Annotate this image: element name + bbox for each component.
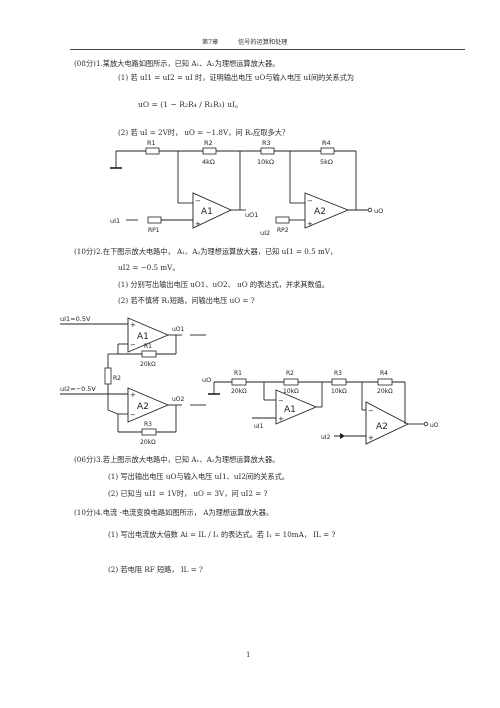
fig1-uO: uO (374, 207, 383, 215)
problem-3-part-1: (1) 写出输出电压 uO与输入电压 uI1、uI2间的关系式。 (108, 472, 290, 481)
fig2l-plus-2: + (130, 391, 136, 399)
fig2r-R4: R4 (380, 370, 388, 377)
fig2l-R2: R2 (113, 375, 121, 382)
fig1-RP1: RP1 (148, 227, 160, 234)
fig2r-A2: A2 (376, 422, 388, 432)
figure-2-left-circuit: uI1=0.5V uI2=−0.5V A1 A2 + − + − R1 20kΩ… (60, 315, 206, 446)
fig2r-R3-value: 10kΩ (331, 388, 347, 395)
fig2r-R2-value: 10kΩ (283, 388, 299, 395)
problem-1-part-2: (2) 若 uI = 2V时， uO = −1.8V，问 R₂应取多大？ (118, 128, 290, 137)
fig2l-uI1: uI1=0.5V (60, 315, 91, 323)
problem-3-statement: (06分)3.若上图示放大电路中，已知 A₁、A₂为理想运算放大器。 (74, 455, 280, 464)
header-rule (70, 49, 465, 50)
fig2r-plus-2: + (368, 434, 374, 442)
fig2r-R3: R3 (334, 370, 342, 377)
fig1-plus-2: + (307, 220, 313, 228)
fig2l-A1: A1 (137, 332, 149, 342)
fig1-RP2: RP2 (277, 227, 289, 234)
fig1-uI2: uI2 (260, 229, 270, 237)
fig2l-plus-1: + (130, 321, 136, 329)
fig2r-uO: uO (202, 376, 211, 384)
fig2r-plus-1: + (278, 415, 284, 423)
problem-1-statement: (08分)1.某放大电路如图所示，已知 A₁、A₂为理想运算放大器。 (74, 59, 280, 68)
fig2l-R3: R3 (144, 421, 152, 428)
problem-3-part-2: (2) 已知当 uI1 = 1V时， uO = 3V，问 uI2 = ? (108, 489, 268, 498)
fig2r-R1: R1 (234, 370, 242, 377)
chapter-label: 第7章 (202, 39, 219, 46)
fig2l-R1: R1 (144, 343, 152, 350)
problem-4-part-2: (2) 若电阻 RF 短路， IL = ? (108, 565, 203, 574)
fig1-minus-2: − (307, 197, 313, 205)
fig1-R3: R3 (262, 139, 271, 147)
fig2l-minus-1: − (130, 341, 136, 349)
fig2l-uO1: uO1 (172, 326, 185, 333)
fig2r-uI1: uI1 (254, 423, 264, 430)
problem-1-part-1: (1) 若 uI1 = uI2 = uI 时，证明输出电压 uO与输入电压 uI… (118, 73, 355, 82)
fig2r-uI2: uI2 (321, 434, 331, 441)
fig2r-A1: A1 (284, 405, 296, 415)
fig2l-uI2: uI2=−0.5V (60, 385, 96, 393)
fig2r-minus-1: − (278, 397, 284, 405)
problem-2-given: uI2 = −0.5 mV。 (118, 263, 180, 272)
fig1-R4-value: 5kΩ (320, 158, 333, 166)
fig1-R2-value: 4kΩ (202, 158, 215, 166)
chapter-title: 信号的运算和处理 (238, 39, 288, 46)
fig1-uO1: uO1 (245, 211, 258, 219)
fig1-plus-1: + (195, 220, 201, 228)
page-number: 1 (246, 651, 251, 659)
figure-2-right-circuit: uO R1 20kΩ R2 10kΩ R3 10kΩ R4 20kΩ A1 A2… (202, 370, 438, 445)
fig1-R2: R2 (204, 139, 213, 147)
fig2l-minus-2: − (130, 411, 136, 419)
fig2r-R2: R2 (286, 370, 294, 377)
fig2r-minus-2: − (368, 407, 374, 415)
fig1-A2: A2 (314, 207, 326, 217)
problem-4-statement: (10分)4.电流 -电流变换电路如图所示， A为理想运算放大器。 (74, 508, 274, 517)
problem-1-formula: uO = (1 − R₂R₄ / R₁R₃) uI。 (138, 100, 243, 109)
fig1-uI1: uI1 (110, 217, 120, 225)
fig1-R1: R1 (147, 139, 156, 147)
fig1-R4: R4 (322, 139, 331, 147)
problem-2-statement: (10分)2.在下图示放大电路中， A₁、A₂为理想运算放大器，已知 uI1 =… (74, 247, 338, 256)
fig2l-A2: A2 (137, 402, 149, 412)
fig2r-R1-value: 20kΩ (231, 388, 247, 395)
problem-2-part-2: (2) 若不慎将 R₁短路，问输出电压 uO = ? (118, 296, 255, 305)
problem-2-part-1: (1) 分别写出输出电压 uO1、uO2、 uO 的表达式，并求其数值。 (118, 280, 329, 289)
fig2r-uO-out: uO (430, 422, 438, 429)
problem-4-part-1: (1) 写出电流放大倍数 Ai = IL / I₁ 的表达式。若 I₁ = 10… (108, 530, 336, 539)
fig2l-uO2: uO2 (172, 396, 185, 403)
fig1-minus-1: − (195, 197, 201, 205)
fig1-R3-value: 10kΩ (257, 158, 274, 166)
fig2l-R1-value: 20kΩ (140, 361, 156, 368)
fig2l-R3-value: 20kΩ (140, 439, 156, 446)
figure-1-circuit: R1 R2 4kΩ R3 10kΩ R4 5kΩ A1 A2 − + − + R… (110, 139, 383, 237)
fig2r-R4-value: 20kΩ (377, 388, 393, 395)
fig1-A1: A1 (201, 207, 213, 217)
